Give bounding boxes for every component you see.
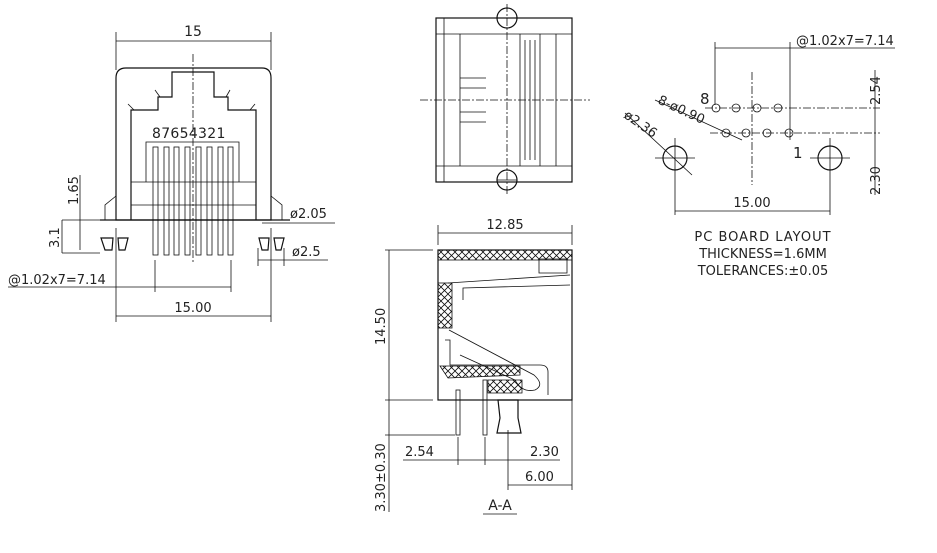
dim-6-00: 6.00: [525, 470, 554, 485]
pin-holes: [711, 103, 794, 138]
pcb-title: PC BOARD LAYOUT: [694, 230, 831, 245]
post-hole-dim: ø2.36: [621, 108, 660, 141]
section-view: 12.85 14.50 3.30±0.30 2.54 2.30 6.00 A-A: [374, 218, 573, 515]
pin-1-label: 1: [793, 144, 803, 162]
pin-numbers: 87654321: [152, 126, 226, 142]
section-depth-dim: 12.85: [486, 218, 523, 233]
row-spacing-dim: 2.54: [869, 76, 884, 105]
front-view: 15 87654321 1.65 3.1 ø2.05 ø2.5 @1.02x7=…: [8, 24, 335, 322]
top-view: [420, 4, 590, 196]
post-offset-dim: 2.30: [869, 166, 884, 195]
dim-2-30: 2.30: [530, 445, 559, 460]
front-pitch-dim: @1.02x7=7.14: [8, 273, 106, 288]
front-bottom-width-dim: 15.00: [174, 301, 211, 316]
pcb-layout: @1.02x7=7.14 ø2.36 8-ø0.90 8 1 2.54 2.30…: [621, 34, 895, 279]
pcb-tolerances: TOLERANCES:±0.05: [697, 264, 829, 279]
pcb-thickness: THICKNESS=1.6MM: [698, 247, 827, 262]
section-height-dim: 14.50: [374, 308, 389, 345]
contact-pins: [152, 146, 234, 256]
pcb-pitch-dim: @1.02x7=7.14: [796, 34, 894, 49]
pin-length-dim: 3.30±0.30: [374, 443, 389, 512]
post-spacing-dim: 15.00: [733, 196, 770, 211]
dim-1-65: 1.65: [67, 176, 82, 205]
section-label: A-A: [488, 498, 512, 514]
dim-hole-2-05: ø2.05: [290, 207, 327, 222]
dim-2-54: 2.54: [405, 445, 434, 460]
pin-8-label: 8: [700, 90, 710, 108]
front-width-dim: 15: [184, 24, 202, 40]
dim-hole-2-5: ø2.5: [292, 245, 321, 260]
dim-3-1: 3.1: [48, 227, 63, 248]
